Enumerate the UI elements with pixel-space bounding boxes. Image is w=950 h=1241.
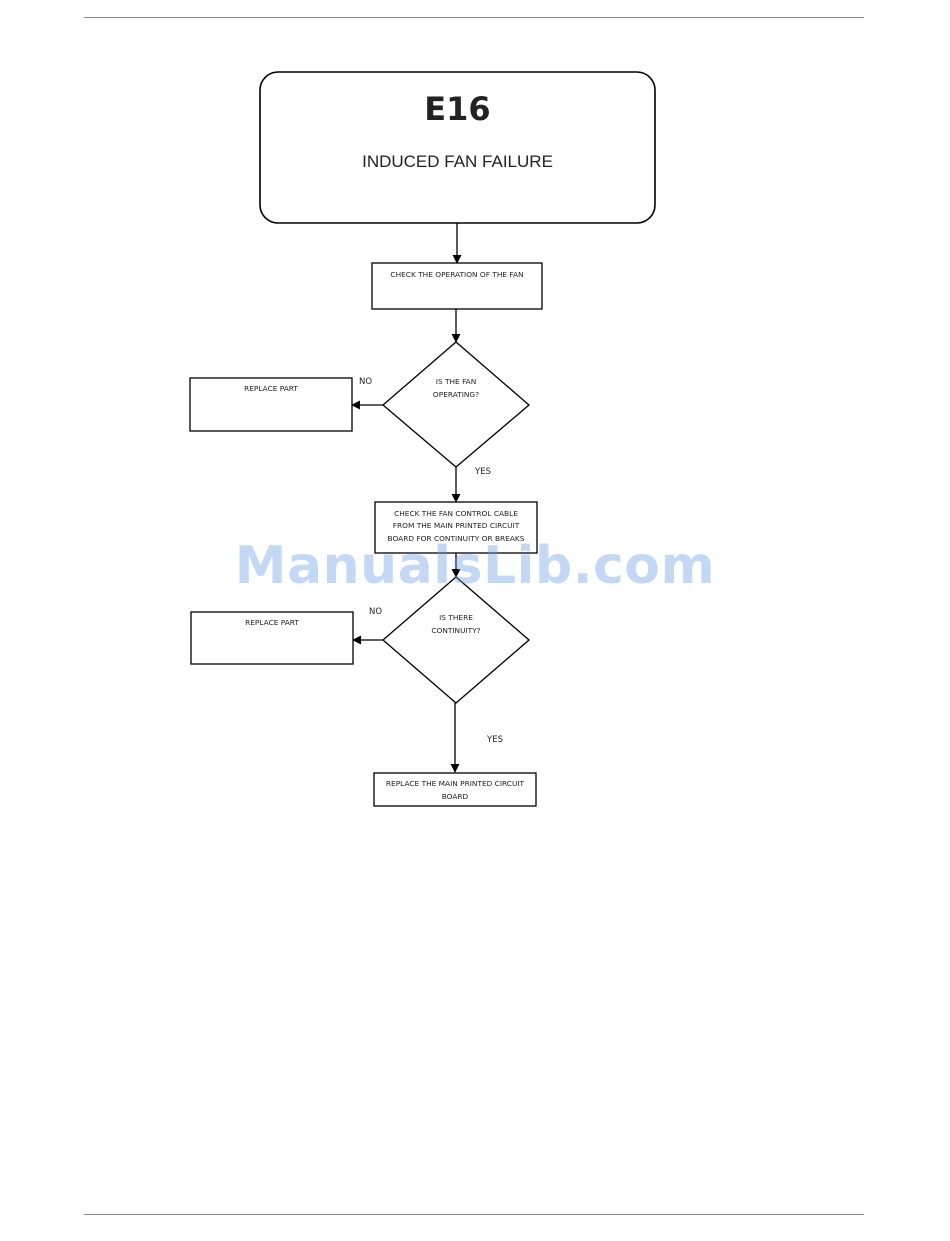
replace-board-node: REPLACE THE MAIN PRINTED CIRCUIT BOARD xyxy=(374,773,536,806)
decision-continuity-line-2: CONTINUITY? xyxy=(431,626,480,635)
edge-label-no-1: NO xyxy=(359,377,372,387)
decision-fan-line-1: IS THE FAN xyxy=(436,377,476,386)
decision-continuity-line-1: IS THERE xyxy=(439,613,473,622)
decision-fan-operating: IS THE FAN OPERATING? xyxy=(383,342,529,467)
check-fan-label: CHECK THE OPERATION OF THE FAN xyxy=(390,270,523,279)
replace-part-node-2: REPLACE PART xyxy=(191,612,353,664)
replace-part-label-2: REPLACE PART xyxy=(245,618,299,627)
replace-board-line-2: BOARD xyxy=(442,792,469,801)
check-fan-node: CHECK THE OPERATION OF THE FAN xyxy=(372,263,542,309)
check-cable-node: CHECK THE FAN CONTROL CABLE FROM THE MAI… xyxy=(375,502,537,553)
decision-fan-line-2: OPERATING? xyxy=(433,390,479,399)
error-title: INDUCED FAN FAILURE xyxy=(362,152,553,171)
check-cable-line-2: FROM THE MAIN PRINTED CIRCUIT xyxy=(393,521,520,530)
replace-part-label-1: REPLACE PART xyxy=(244,384,298,393)
replace-part-node-1: REPLACE PART xyxy=(190,378,352,431)
footer-rule xyxy=(84,1214,864,1215)
check-cable-line-3: BOARD FOR CONTINUITY OR BREAKS xyxy=(388,534,525,543)
decision-continuity: IS THERE CONTINUITY? xyxy=(383,577,529,703)
edge-label-yes-1: YES xyxy=(474,467,491,477)
check-cable-line-1: CHECK THE FAN CONTROL CABLE xyxy=(394,509,518,518)
start-node: E16 INDUCED FAN FAILURE xyxy=(260,72,655,223)
error-code: E16 xyxy=(424,90,490,128)
edge-label-yes-2: YES xyxy=(486,735,503,745)
replace-board-line-1: REPLACE THE MAIN PRINTED CIRCUIT xyxy=(386,779,525,788)
edge-label-no-2: NO xyxy=(369,607,382,617)
